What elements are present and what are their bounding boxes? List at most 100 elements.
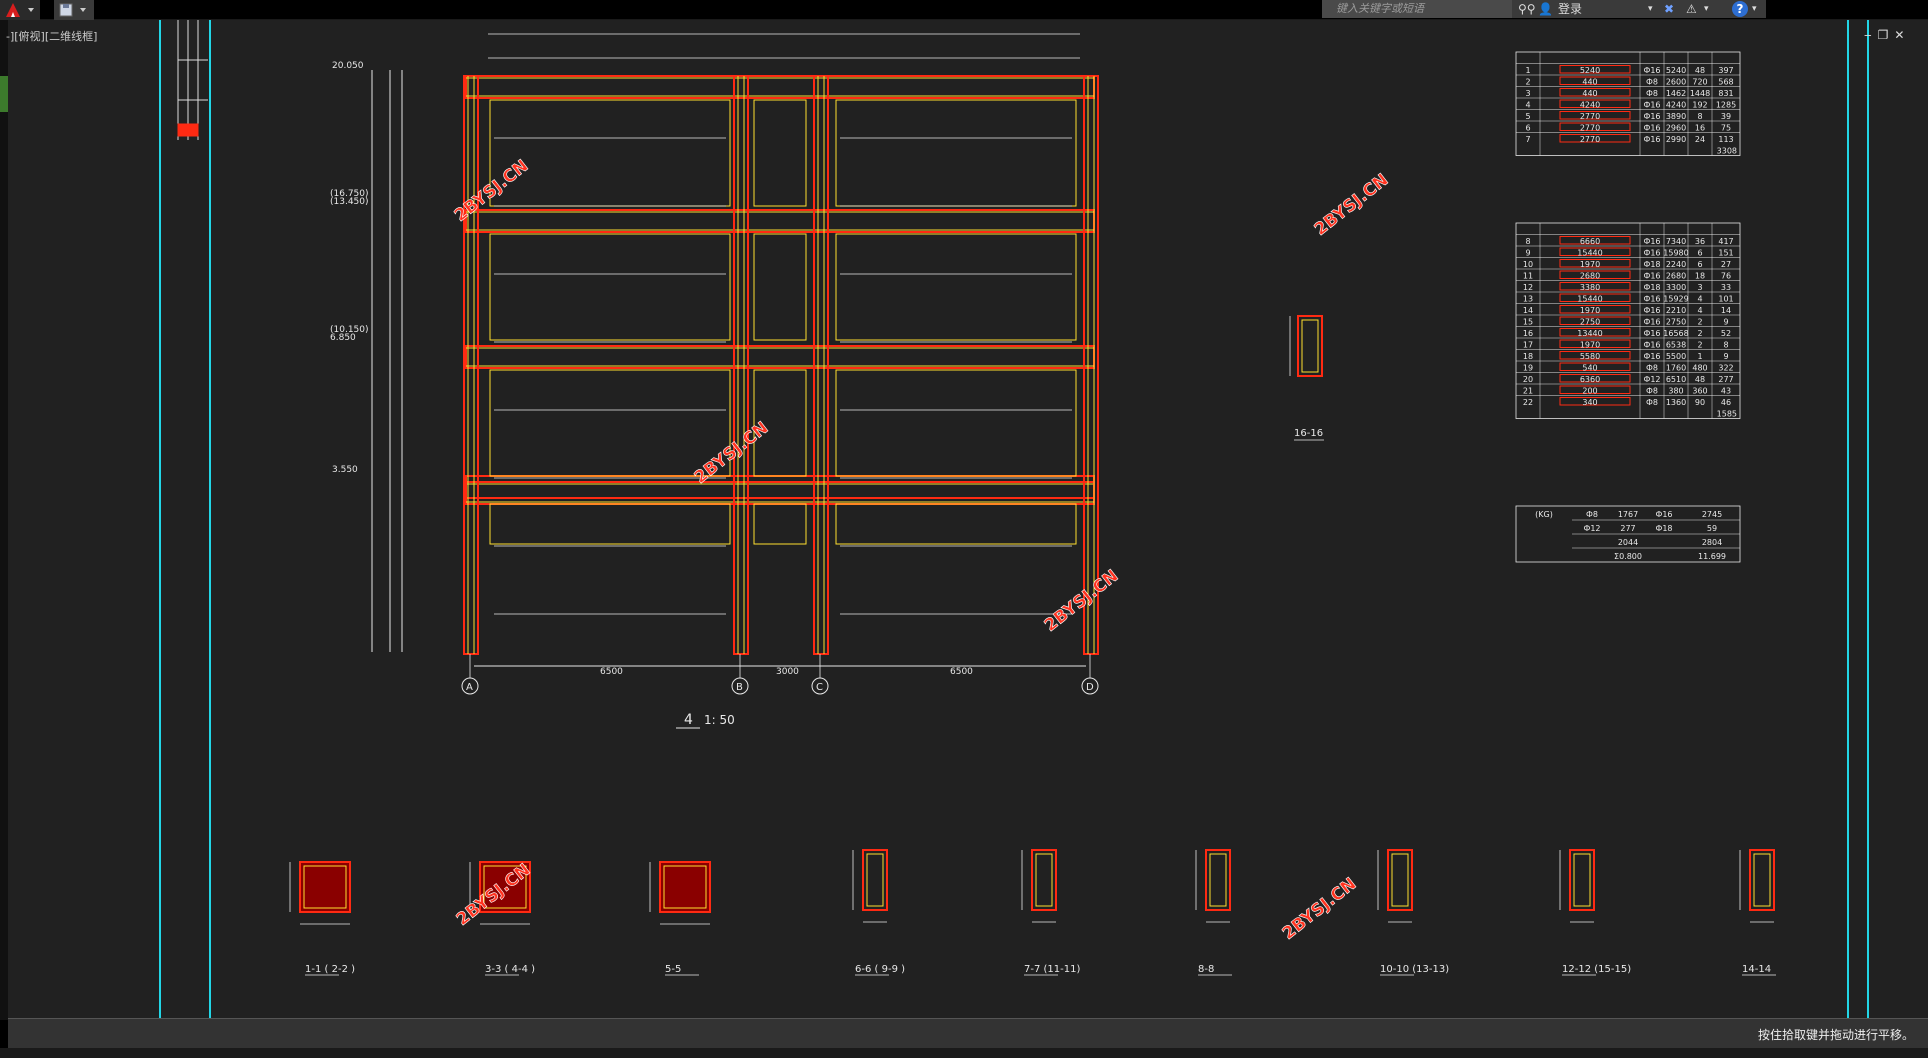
table-cell: 15980 (1663, 249, 1688, 258)
table-cell: Ф16 (1643, 112, 1660, 121)
rebar-shape (1559, 305, 1631, 314)
table-cell: 440 (1582, 89, 1597, 98)
table-cell: 2 (1697, 329, 1702, 338)
table-cell: 90 (1695, 398, 1705, 407)
table-cell: 2750 (1666, 318, 1686, 327)
table-cell: Ф18 (1643, 283, 1660, 292)
quick-access-toolbar[interactable] (54, 0, 94, 20)
left-edge-tab[interactable] (0, 76, 8, 112)
beam (465, 345, 1095, 369)
table-cell: 17 (1523, 341, 1533, 350)
beam (465, 481, 1095, 505)
rebar-shape (1559, 282, 1631, 291)
table-cell: 360 (1692, 387, 1707, 396)
watermark: 2BYSJ.CN (1041, 566, 1123, 636)
table-cell: Ф16 (1643, 101, 1660, 110)
drawing-canvas[interactable]: 20.050 (16.750) (13.450) (10.150) 6.850 … (8, 20, 1928, 1018)
restore-icon[interactable]: ❐ (1877, 28, 1895, 42)
table-cell: 20 (1523, 375, 1533, 384)
table-cell: 9 (1723, 352, 1728, 361)
login-dropdown-icon[interactable]: ▾ (1648, 4, 1653, 14)
exchange-icon[interactable]: ✖ (1664, 2, 1675, 16)
table-cell: Ф8 (1646, 364, 1658, 373)
table-cell: 14 (1721, 306, 1731, 315)
table-cell: 48 (1695, 66, 1705, 75)
axis-label: D (1086, 682, 1094, 693)
table-cell: 1 (1697, 352, 1702, 361)
column (1083, 75, 1099, 655)
table-cell: 76 (1721, 272, 1731, 281)
wall-panel (489, 99, 731, 207)
table-cell: 540 (1582, 364, 1597, 373)
table-cell: 46 (1721, 398, 1731, 407)
elevation-label: (16.750) (330, 189, 369, 199)
table-cell: 18 (1523, 352, 1533, 361)
drawing-window-controls[interactable]: ‒❐✕ (1864, 28, 1910, 42)
section-outline (659, 861, 711, 913)
table-cell: 7 (1525, 135, 1530, 144)
section-stirrup (483, 865, 527, 909)
axis-bubble (811, 677, 829, 695)
elevation-labels: 20.050 (16.750) (13.450) (10.150) 6.850 … (330, 61, 369, 475)
section-label: 14-14 (1742, 964, 1771, 975)
app-menu-button[interactable] (0, 0, 40, 20)
beam (465, 475, 1095, 499)
table-cell: 2770 (1580, 112, 1600, 121)
table-cell: Ф16 (1655, 510, 1672, 519)
table-cell: 480 (1692, 364, 1707, 373)
table-cell: 5 (1525, 112, 1530, 121)
column (813, 75, 829, 655)
table-cell: 2750 (1580, 318, 1600, 327)
viewport-controls[interactable]: -][俯视][二维线框] (6, 30, 98, 43)
span-dimensions: 6500 3000 6500 (474, 665, 1086, 677)
status-message: 按住拾取键并拖动进行平移。 (1757, 1028, 1914, 1042)
section-stirrup (1753, 853, 1771, 907)
a360-icon[interactable]: ⚠ (1686, 2, 1697, 16)
elevation-dimensions (371, 70, 403, 652)
table-cell: Ф12 (1583, 524, 1600, 533)
section-stirrup (1573, 853, 1591, 907)
table-border (1515, 222, 1741, 419)
axis-bubble (461, 677, 479, 695)
wall-panel (753, 99, 807, 207)
axis-bubble (731, 677, 749, 695)
help-button[interactable]: ? (1732, 1, 1748, 17)
section-outline (1569, 849, 1595, 911)
table-cell: 15440 (1577, 295, 1602, 304)
section-stirrup (1391, 853, 1409, 907)
table-cell: 277 (1620, 524, 1635, 533)
table-cell: 151 (1718, 249, 1733, 258)
section-label: 8-8 (1198, 964, 1214, 975)
a360-dropdown-icon[interactable]: ▾ (1704, 4, 1709, 14)
minimize-icon[interactable]: ‒ (1864, 28, 1878, 42)
table-cell: 2044 (1618, 538, 1638, 547)
table-cell: 3890 (1666, 112, 1686, 121)
help-dropdown-icon[interactable]: ▾ (1752, 4, 1757, 14)
table-cell: 8 (1525, 237, 1530, 246)
table-cell: 2240 (1666, 260, 1686, 269)
table-cell: Ф16 (1643, 306, 1660, 315)
section-outline (1205, 849, 1231, 911)
close-icon[interactable]: ✕ (1894, 28, 1911, 42)
bottom-edge (0, 1048, 1928, 1058)
wall-panel (835, 503, 1077, 545)
table-cell: 2960 (1666, 124, 1686, 133)
table-cell: 417 (1718, 237, 1733, 246)
table-cell: Ф16 (1643, 272, 1660, 281)
elevation-label: (10.150) (330, 325, 369, 335)
table-cell: 1285 (1716, 101, 1736, 110)
elevation-label: 6.850 (330, 333, 356, 343)
search-input[interactable]: 键入关键字或短语 (1322, 0, 1512, 18)
binoculars-icon[interactable]: ⚲⚲ (1518, 2, 1536, 16)
table-cell: 1760 (1666, 364, 1686, 373)
wall-panel (489, 233, 731, 341)
table-cell: 9 (1525, 249, 1530, 258)
table-cell: 720 (1692, 78, 1707, 87)
table-cell: 15 (1523, 318, 1533, 327)
table-cell: 4 (1525, 101, 1530, 110)
table-cell: 1448 (1690, 89, 1710, 98)
drawing-title: 4 1: 50 (676, 712, 735, 729)
section-outline (1387, 849, 1413, 911)
login-button[interactable]: 登录 (1558, 2, 1583, 16)
